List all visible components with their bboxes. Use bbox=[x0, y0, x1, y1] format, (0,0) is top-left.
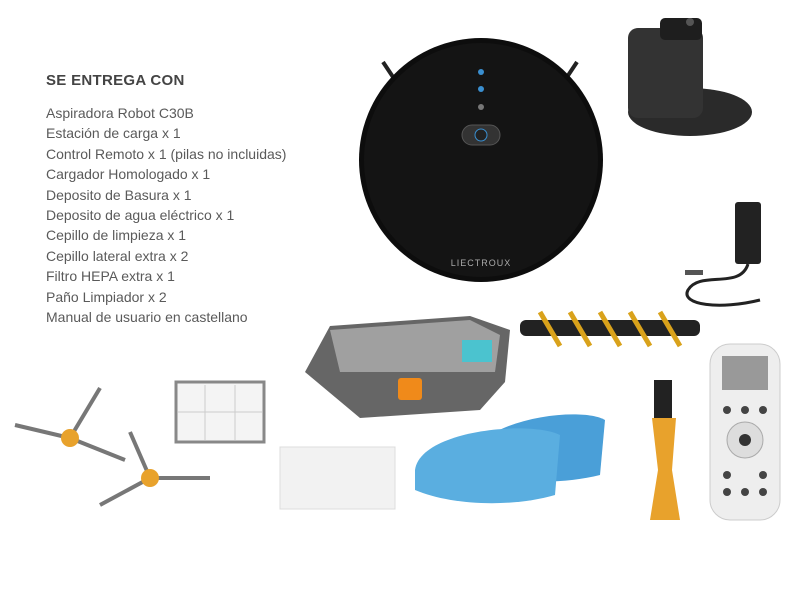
dustbin-image bbox=[305, 316, 510, 418]
included-items-heading: SE ENTREGA CON bbox=[46, 72, 185, 89]
list-item: Control Remoto x 1 (pilas no incluidas) bbox=[46, 145, 287, 162]
list-item: Manual de usuario en castellano bbox=[46, 309, 248, 326]
list-item: Cepillo de limpieza x 1 bbox=[46, 227, 187, 244]
charging-dock-image bbox=[628, 18, 752, 136]
robot-vacuum-image: LIECTROUX bbox=[359, 38, 603, 282]
included-items-list: Aspiradora Robot C30B Estación de carga … bbox=[46, 103, 286, 327]
list-item: Deposito de agua eléctrico x 1 bbox=[46, 207, 235, 224]
side-brushes-image bbox=[14, 386, 210, 507]
list-item: Estación de carga x 1 bbox=[46, 125, 181, 142]
list-item: Deposito de Basura x 1 bbox=[46, 186, 192, 203]
filter-sponge-image bbox=[279, 446, 396, 510]
main-brush-image bbox=[520, 310, 700, 348]
list-item: Paño Limpiador x 2 bbox=[46, 288, 167, 305]
list-item: Aspiradora Robot C30B bbox=[46, 105, 194, 121]
charger-image bbox=[685, 202, 761, 307]
cleaning-tool-image bbox=[650, 380, 680, 520]
robot-brand-logo: LIECTROUX bbox=[451, 258, 512, 268]
hepa-filter-image bbox=[174, 380, 266, 444]
list-item: Cepillo lateral extra x 2 bbox=[46, 247, 189, 264]
list-item: Filtro HEPA extra x 1 bbox=[46, 268, 175, 285]
list-item: Cargador Homologado x 1 bbox=[46, 166, 211, 183]
remote-control-image bbox=[709, 343, 781, 521]
mop-pads-image bbox=[415, 414, 605, 504]
